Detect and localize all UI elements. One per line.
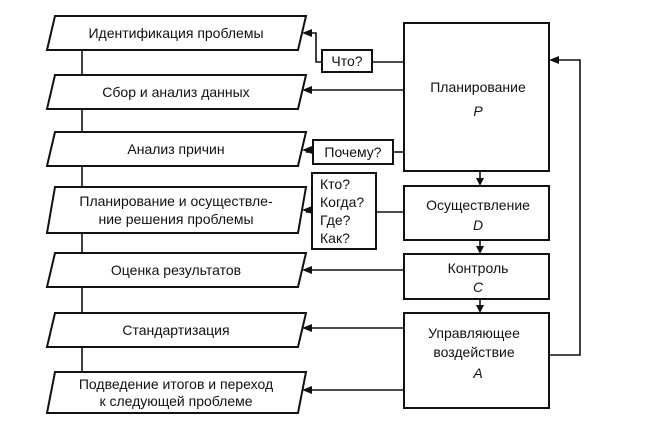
phase-act-line1: Управляющее: [428, 325, 520, 341]
arrowhead-step1: [302, 29, 312, 37]
phase-plan-box: Планирование P: [403, 22, 550, 172]
step-label: Сбор и анализ данных: [102, 84, 249, 100]
phase-plan-name: Планирование: [430, 79, 526, 95]
question-why-label: Почему?: [324, 144, 381, 160]
step-evaluate-results: Оценка результатов: [45, 252, 308, 288]
question-when-label: Когда?: [320, 194, 364, 210]
step-label-line2: к следующей проблеме: [99, 393, 252, 409]
arrowhead-step5: [302, 266, 312, 274]
connector-what-to-step1: [306, 32, 322, 63]
question-who-label: Кто?: [320, 176, 350, 192]
question-what-label: Что?: [331, 53, 362, 69]
arrowhead-step4: [302, 206, 312, 214]
step-label-line1: Подведение итогов и переход: [79, 376, 273, 392]
phase-check-name: Контроль: [448, 260, 509, 276]
step-plan-implement-solution: Планирование и осуществле- ние решения п…: [45, 186, 308, 234]
arrowhead-feedback-plan: [549, 56, 559, 64]
question-how-label: Как?: [320, 230, 350, 246]
phase-act-letter: A: [472, 365, 482, 381]
arrowhead-check-to-act: [476, 305, 484, 313]
arrowhead-step6: [302, 324, 312, 332]
step-label: Стандартизация: [122, 322, 229, 338]
step-summarize-next-problem: Подведение итогов и переход к следующей …: [45, 371, 308, 414]
step-label: Идентификация проблемы: [88, 25, 263, 41]
arrowhead-step7: [302, 386, 312, 394]
arrowhead-do-to-check: [476, 246, 484, 254]
arrowhead-step3: [302, 146, 312, 154]
step-collect-analyze-data: Сбор и анализ данных: [45, 74, 308, 110]
phase-do-box: Осуществление D: [403, 185, 550, 241]
step-standardization: Стандартизация: [45, 312, 308, 348]
phase-check-letter: C: [473, 279, 484, 295]
phase-act-box: Управляющее воздействие A: [403, 312, 550, 409]
step-label-line1: Планирование и осуществле-: [79, 193, 273, 209]
phase-do-letter: D: [473, 217, 483, 233]
phase-plan-letter: P: [473, 103, 483, 119]
phase-do-name: Осуществление: [426, 197, 530, 213]
phase-act-line2: воздействие: [433, 344, 514, 360]
arrowhead-step2: [302, 86, 312, 94]
phase-check-box: Контроль C: [403, 253, 550, 300]
step-label: Анализ причин: [127, 141, 224, 157]
step-label-line2: ние решения проблемы: [98, 211, 253, 227]
question-why-box: Почему?: [312, 139, 394, 165]
question-where-label: Где?: [320, 212, 351, 228]
arrowhead-plan-to-do: [476, 178, 484, 186]
question-what-box: Что?: [321, 49, 373, 73]
step-identify-problem: Идентификация проблемы: [45, 15, 308, 51]
connector-feedback-act-to-plan: [549, 59, 581, 356]
step-label: Оценка результатов: [111, 262, 241, 278]
step-cause-analysis: Анализ причин: [45, 131, 308, 167]
question-who-when-where-how-box: Кто? Когда? Где? Как?: [311, 172, 377, 250]
